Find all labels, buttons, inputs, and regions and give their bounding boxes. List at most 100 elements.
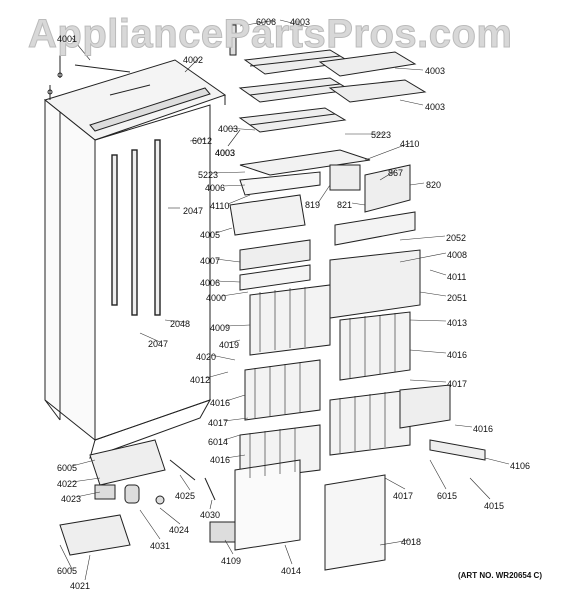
part-callout: 4005 [200,230,221,240]
leader-line [59,544,73,570]
part-callout: 5223 [371,130,392,140]
leader-line [379,170,396,181]
part-callout: 867 [388,168,404,178]
part-callout: 4003 [290,17,311,27]
part-callout: 821 [337,200,353,210]
part-callout: 6014 [208,437,229,447]
part-callout: 4003 [215,148,236,158]
leader-line [384,477,406,490]
part-callout: 4031 [150,541,171,551]
leader-line [239,19,277,27]
shelf-ladders [111,139,161,316]
leader-line [454,424,473,428]
part-callout: 819 [305,200,321,210]
part-callout: 6006 [256,17,277,27]
leader-line [215,258,241,263]
part-callout: 4008 [447,250,468,260]
leader-line [223,434,241,441]
cabinet-liner [44,98,212,459]
leader-line [210,354,236,361]
part-callout: 6015 [437,491,458,501]
leader-line [211,171,246,174]
leader-line [409,182,425,186]
part-callout: 4017 [447,379,468,389]
leader-line [222,184,246,187]
part-callout: 6005 [57,463,78,473]
part-callout: 4022 [57,479,78,489]
part-callout: 5223 [198,170,219,180]
leader-line [409,379,447,383]
part-callout: 4007 [200,256,221,266]
leader-line [71,459,96,467]
part-callout: 4019 [219,340,240,350]
part-callout: 820 [426,180,442,190]
art-number: (ART NO. WR20654 C) [457,571,542,580]
part-callout: 4016 [210,455,231,465]
leader-line [205,371,229,379]
leader-line [75,491,101,498]
part-callout: 2052 [446,233,467,243]
part-callout: 4003 [218,124,239,134]
part-callout: 4015 [484,501,505,511]
part-callout: 6012 [192,136,213,146]
leader-line [71,477,101,483]
leader-line [227,339,241,344]
deli-drawers [229,194,421,319]
part-callout: 4006 [205,183,226,193]
part-callout: 4003 [425,66,446,76]
leader-line [225,394,246,402]
leader-line [419,291,447,297]
leader-line [71,37,91,61]
leader-line [394,67,424,71]
part-callout: 4023 [61,494,82,504]
leader-line [469,477,491,500]
part-callout: 4006 [200,278,221,288]
part-callout: 4003 [425,102,446,112]
leader-line [84,554,91,581]
part-callout: 4024 [169,525,190,535]
leader-line [364,142,411,161]
part-callout: 2047 [148,339,169,349]
leader-line [399,252,447,263]
part-callout: 4016 [210,398,231,408]
glass-shelf [239,149,416,246]
leader-line [279,19,321,31]
part-callout: 4106 [510,461,531,471]
leader-line [399,235,446,241]
part-callout: 4017 [208,418,229,428]
leader-line [159,507,181,525]
part-callout: 4016 [473,424,494,434]
part-callout: 4021 [70,581,91,591]
leader-line [409,319,447,322]
part-callout: 4001 [57,34,78,44]
part-callout: 4016 [447,350,468,360]
leader-lines [59,19,510,581]
part-callout: 2047 [183,206,204,216]
leader-line [284,544,293,565]
leader-line [409,349,447,354]
part-callout: 4018 [401,537,422,547]
part-callout: 4017 [393,491,414,501]
part-callout: 2048 [170,319,191,329]
watermark: AppliancePartsPros.com [28,12,513,57]
bottom-accessories [59,439,236,556]
part-callout: 4002 [183,55,204,65]
part-callout: 4110 [210,201,230,211]
leader-line [179,474,191,491]
leader-line [379,539,411,546]
wire-shelves [229,24,427,133]
leader-line [429,269,447,276]
part-callout: 4000 [206,293,227,303]
part-callout: 4003 [215,148,236,158]
part-callout: 4109 [221,556,242,566]
part-callout: 4020 [196,352,217,362]
leader-line [225,324,251,327]
part-callout: 4011 [447,272,467,282]
leader-line [227,127,256,131]
leader-line [227,194,251,205]
part-callout: 4012 [190,375,211,385]
part-callout: 4013 [447,318,468,328]
leader-line [215,227,233,234]
part-callout: 4025 [175,491,196,501]
